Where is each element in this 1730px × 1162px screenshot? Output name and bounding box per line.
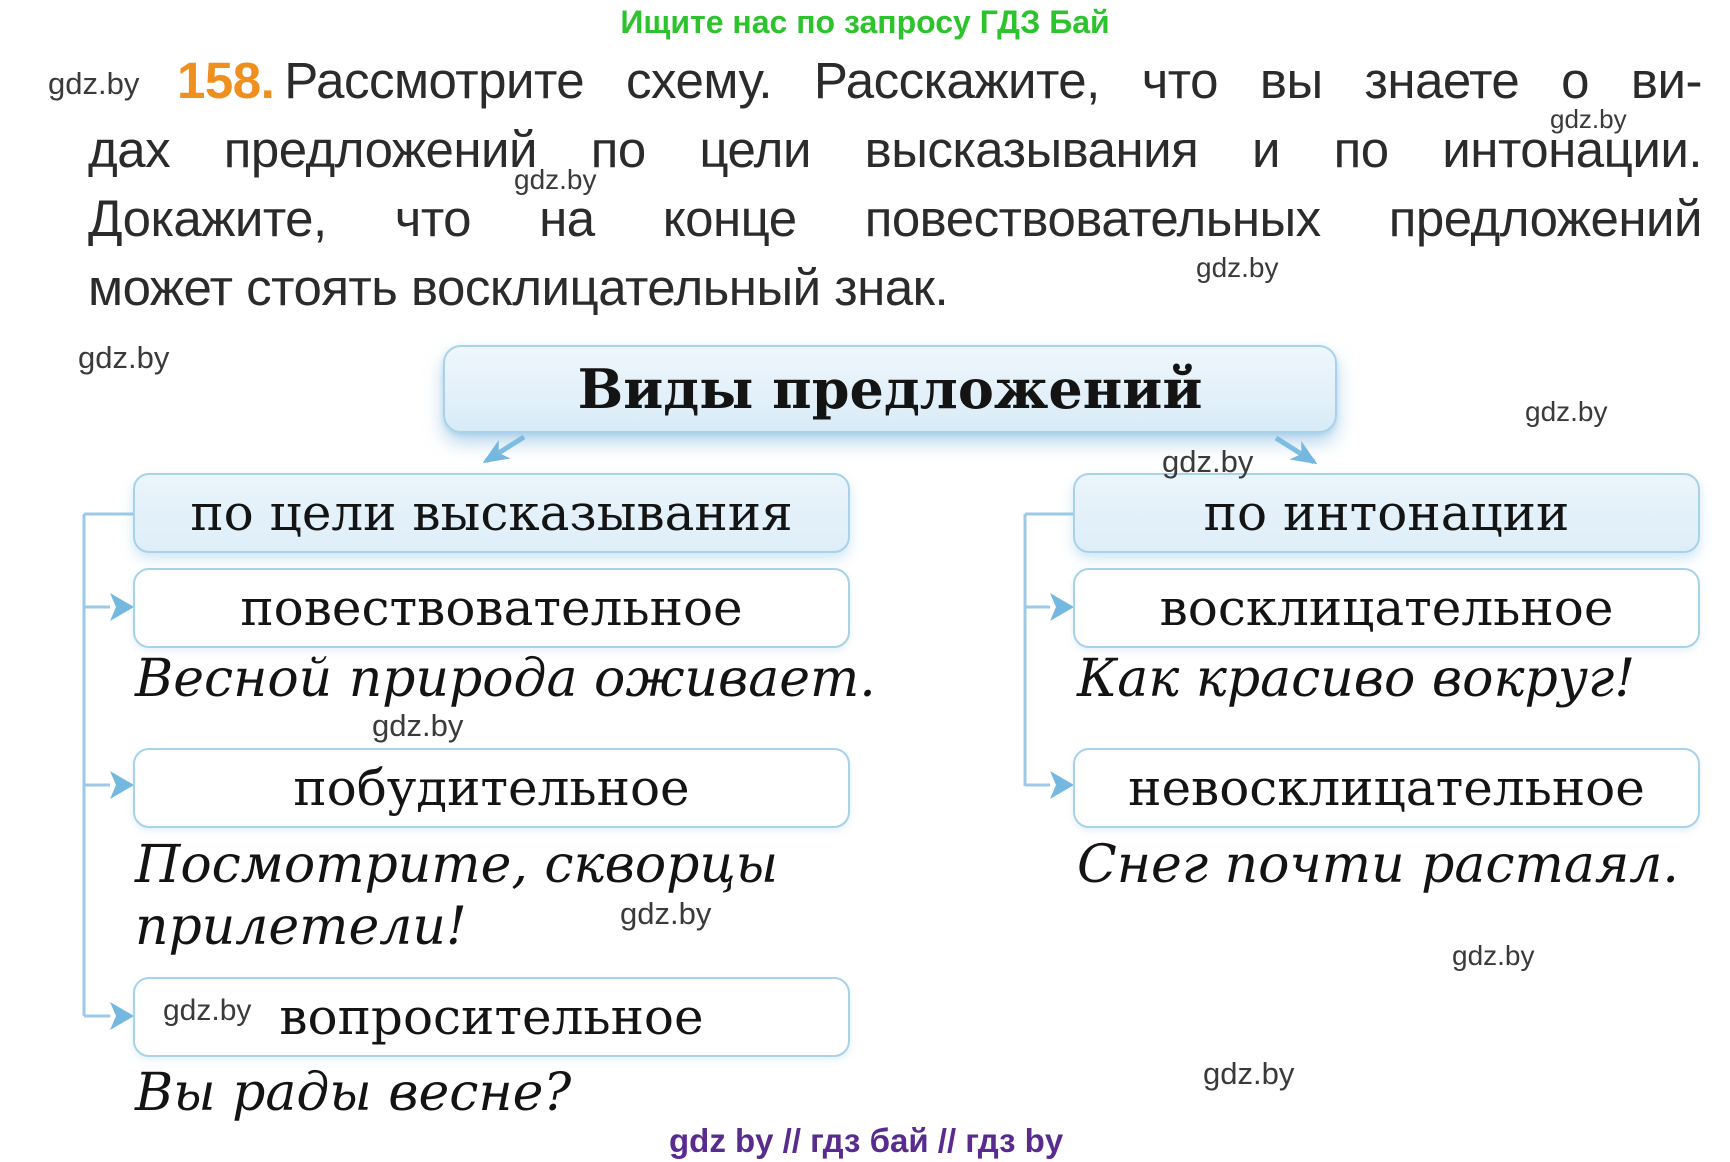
promo-banner-text: Ищите нас по запросу ГДЗ Бай [620, 4, 1110, 40]
box-interrogative: вопросительное [133, 977, 850, 1057]
box-declarative-label: повествовательное [240, 579, 743, 637]
box-exclamatory: восклицательное [1073, 568, 1700, 648]
watermark: gdz.by [1452, 940, 1535, 971]
watermark: gdz.by [48, 66, 140, 101]
footer-watermark: gdz by // гдз бай // гдз by [669, 1122, 1064, 1159]
category-intonation-label: по интонации [1203, 484, 1570, 542]
example-interrogative: Вы рады весне? [135, 1063, 572, 1123]
watermark: gdz.by [1162, 444, 1254, 479]
box-imperative: побудительное [133, 748, 850, 828]
category-box-purpose: по цели высказывания [133, 473, 850, 553]
left-branch-arrowheads [110, 593, 134, 1030]
box-exclamatory-label: восклицательное [1159, 579, 1614, 637]
example-exclamatory: Как красиво вокруг! [1077, 649, 1636, 709]
exercise-line-2: дах предложений по цели высказывания и п… [88, 121, 1703, 178]
arrow-title-to-right [1274, 435, 1318, 465]
watermark: gdz.by [514, 164, 597, 195]
left-branch-connector [82, 512, 133, 1018]
watermark: gdz.by [1196, 252, 1279, 283]
diagram-title: Виды предложений [577, 357, 1203, 421]
exercise-number: 158. [177, 52, 275, 109]
watermark: gdz.by [78, 340, 170, 375]
category-box-intonation: по интонации [1073, 473, 1700, 553]
watermark: gdz.by [620, 896, 712, 931]
exercise-line-4: может стоять восклицательный знак. [88, 259, 949, 316]
box-non-exclamatory-label: невосклицательное [1128, 759, 1645, 817]
exercise-line-1: 158.Рассмотрите схему. Расскажите, что в… [177, 52, 1702, 110]
exercise-line-3: Докажите, что на конце повествовательных… [88, 190, 1703, 247]
watermark: gdz.by [1550, 104, 1627, 134]
exercise-line-1-text: Рассмотрите схему. Расскажите, что вы зн… [284, 52, 1702, 109]
box-imperative-label: побудительное [293, 759, 690, 817]
example-imperative-line-2: прилетели! [135, 897, 467, 957]
box-declarative: повествовательное [133, 568, 850, 648]
diagram-title-box: Виды предложений [443, 345, 1337, 433]
box-interrogative-label: вопросительное [279, 988, 704, 1046]
watermark: gdz.by [1525, 396, 1608, 427]
watermark: gdz.by [1203, 1056, 1295, 1091]
example-imperative-line-1: Посмотрите, скворцы [135, 835, 779, 895]
promo-banner: Ищите нас по запросу ГДЗ Бай [0, 4, 1730, 41]
category-purpose-label: по цели высказывания [190, 484, 793, 542]
right-branch-arrowheads [1050, 593, 1074, 799]
example-non-exclamatory: Снег почти растаял. [1077, 835, 1679, 895]
watermark: gdz.by [163, 994, 252, 1027]
arrow-title-to-left [482, 434, 526, 464]
right-branch-connector [1023, 512, 1073, 787]
box-non-exclamatory: невосклицательное [1073, 748, 1700, 828]
watermark: gdz.by [372, 708, 464, 743]
example-declarative: Весной природа оживает. [135, 649, 876, 709]
